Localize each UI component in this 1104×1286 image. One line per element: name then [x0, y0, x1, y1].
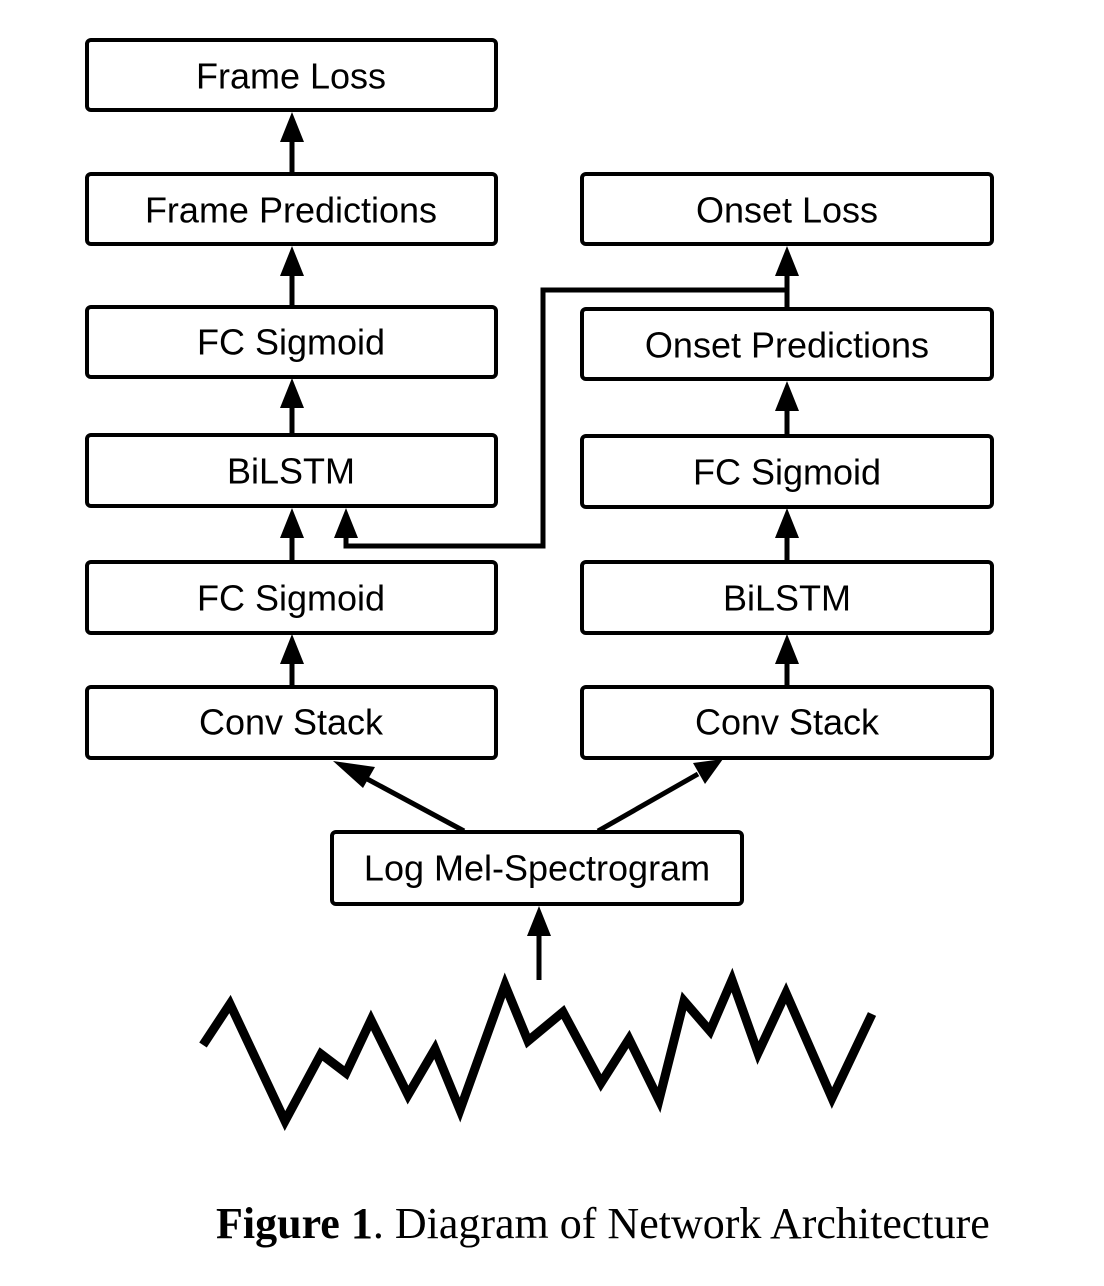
node-frame-fc-sigmoid-bottom: FC Sigmoid [85, 560, 498, 635]
arrowhead-frame-loss [280, 112, 304, 142]
arrowhead-onset-loss [775, 246, 799, 276]
arrowhead-frame-predictions [280, 246, 304, 276]
node-frame-fc-sigmoid-top: FC Sigmoid [85, 305, 498, 379]
node-log-mel-spectrogram: Log Mel-Spectrogram [330, 830, 744, 906]
node-frame-bilstm: BiLSTM [85, 433, 498, 508]
audio-waveform-icon [199, 967, 877, 1132]
arrowhead-frame-bilstm [280, 508, 304, 538]
node-frame-conv-stack-label: Conv Stack [199, 702, 384, 743]
node-frame-predictions-label: Frame Predictions [145, 190, 437, 231]
node-frame-fc-sigmoid-top-label: FC Sigmoid [197, 322, 385, 363]
node-onset-bilstm-label: BiLSTM [723, 578, 851, 619]
edge-log-mel-to-onset-conv-stack [596, 771, 700, 834]
edges [280, 112, 799, 980]
node-frame-loss: Frame Loss [85, 38, 498, 112]
figure-caption-label: Figure 1 [216, 1199, 373, 1248]
node-onset-conv-stack-label: Conv Stack [695, 702, 880, 743]
node-onset-loss-label: Onset Loss [696, 190, 878, 231]
node-frame-predictions: Frame Predictions [85, 172, 498, 246]
node-frame-bilstm-label: BiLSTM [227, 451, 355, 492]
arrowhead-frame-conv-stack [333, 761, 375, 788]
arrowhead-frame-fc-sigmoid-bottom [280, 634, 304, 664]
arrowhead-frame-fc-sigmoid-top [280, 378, 304, 408]
figure-caption: Figure 1. Diagram of Network Architectur… [216, 1198, 990, 1251]
node-frame-conv-stack: Conv Stack [85, 685, 498, 760]
arrowhead-onset-bilstm [775, 634, 799, 664]
arrowhead-onset-predictions [775, 381, 799, 411]
arrowhead-onset-conv-stack [693, 759, 723, 784]
node-onset-conv-stack: Conv Stack [580, 685, 994, 760]
node-log-mel-spectrogram-label: Log Mel-Spectrogram [364, 848, 710, 889]
node-onset-bilstm: BiLSTM [580, 560, 994, 635]
node-onset-fc-sigmoid: FC Sigmoid [580, 434, 994, 509]
node-onset-loss: Onset Loss [580, 172, 994, 246]
arrowhead-onset-fc-sigmoid [775, 508, 799, 538]
node-frame-fc-sigmoid-bottom-label: FC Sigmoid [197, 578, 385, 619]
edge-onset-predictions-to-frame-bilstm [343, 287, 787, 549]
node-frame-loss-label: Frame Loss [196, 56, 386, 97]
arrowhead-onset-to-frame-bilstm [334, 508, 358, 538]
edge-log-mel-to-frame-conv-stack [356, 771, 466, 834]
node-onset-predictions-label: Onset Predictions [645, 325, 929, 366]
node-onset-predictions: Onset Predictions [580, 307, 994, 381]
figure-caption-text: . Diagram of Network Architecture [372, 1199, 990, 1248]
node-onset-fc-sigmoid-label: FC Sigmoid [693, 452, 881, 493]
arrowhead-log-mel [527, 906, 551, 936]
